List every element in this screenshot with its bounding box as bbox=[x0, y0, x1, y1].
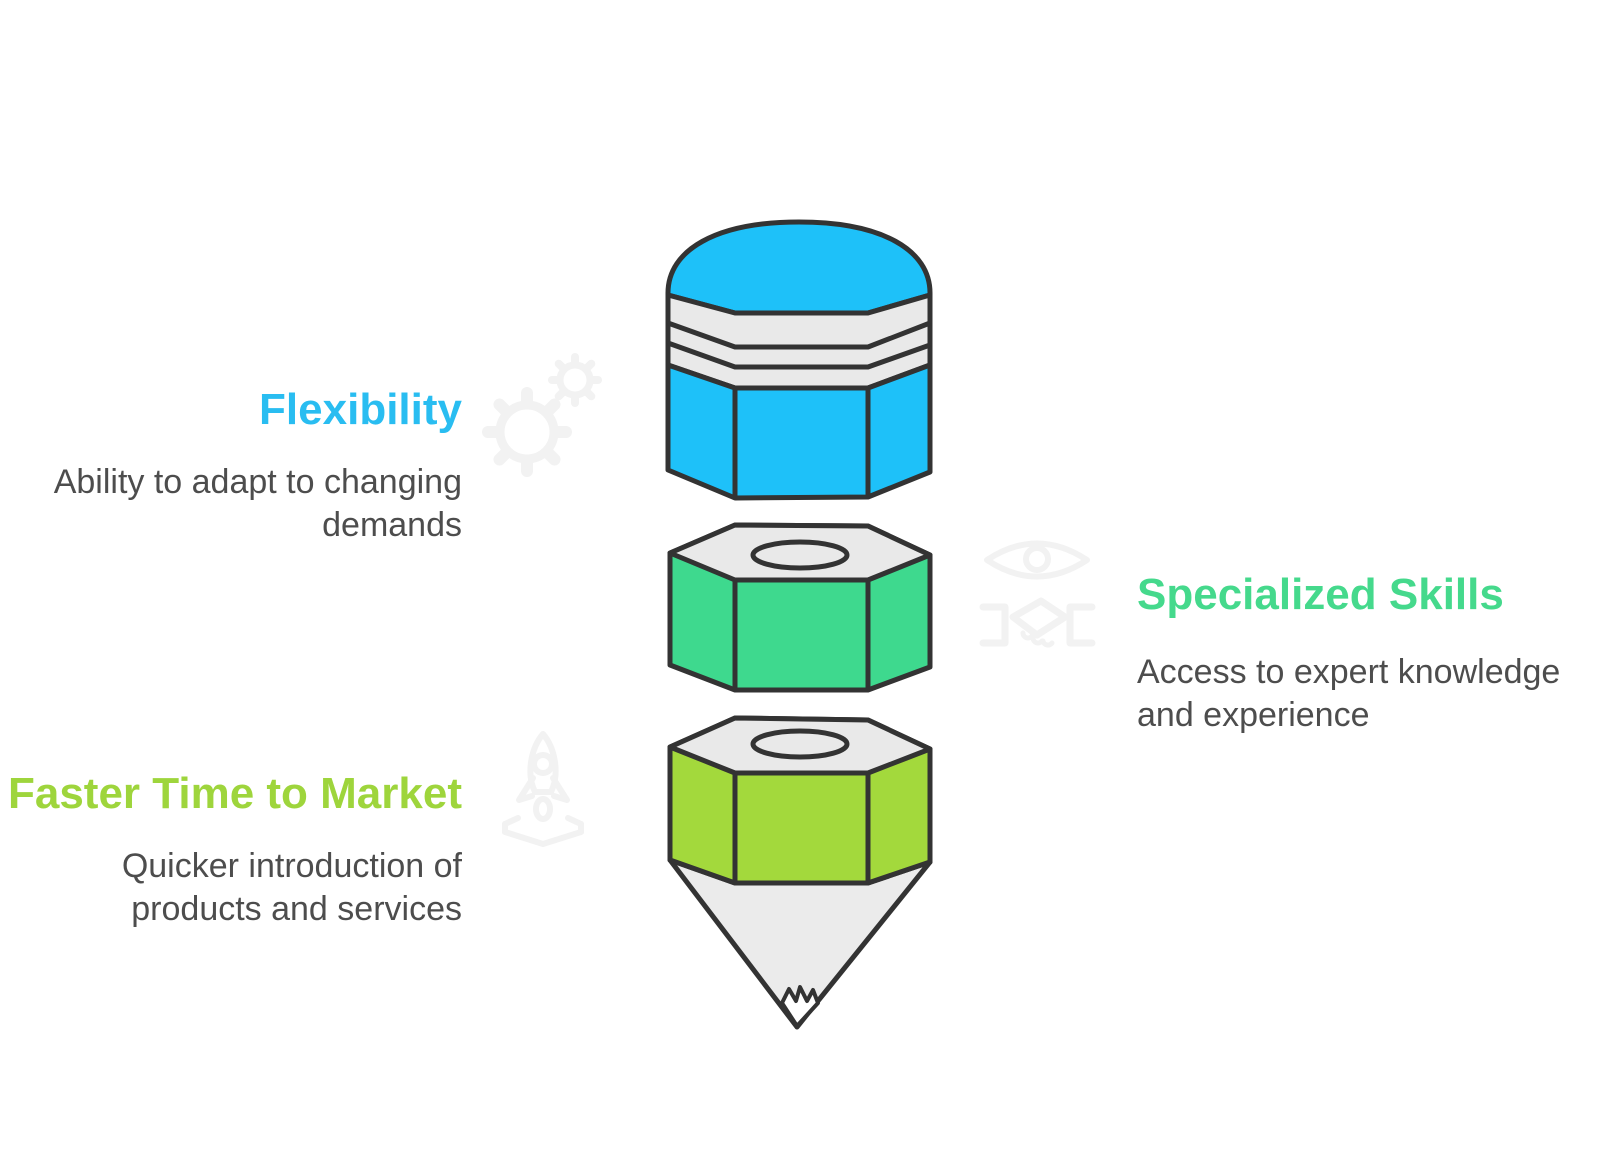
flexibility-description: Ability to adapt to changing demands bbox=[54, 461, 462, 547]
faster-time-to-market-label: Faster Time to Market Quicker introducti… bbox=[8, 770, 462, 931]
specialized-skills-label: Specialized Skills Access to expert know… bbox=[1137, 571, 1560, 737]
rocket-icon-shape bbox=[502, 731, 584, 847]
specialized-skills-description-line: and experience bbox=[1137, 696, 1370, 734]
ferrule-stripe-line bbox=[667, 320, 931, 350]
eye-handshake-icon bbox=[979, 540, 1096, 648]
gears-icon-shape bbox=[482, 353, 602, 477]
flexibility-label: Flexibility Ability to adapt to changing… bbox=[54, 386, 462, 547]
faster-time-to-market-title: Faster Time to Market bbox=[7, 769, 462, 818]
bottom-nut-top-face bbox=[667, 715, 933, 776]
pencil-tip-segment bbox=[667, 715, 933, 1030]
rocket-icon bbox=[502, 731, 584, 847]
flexibility-description-line: Ability to adapt to changing bbox=[53, 463, 462, 501]
middle-nut-top-face bbox=[667, 522, 933, 583]
ferrule-stripe-line bbox=[667, 340, 931, 370]
faster-time-to-market-description-line: products and services bbox=[131, 890, 462, 928]
eraser-dome-shape bbox=[665, 219, 933, 316]
specialized-skills-description: Access to expert knowledge and experienc… bbox=[1137, 651, 1560, 737]
pencil-broken-tip-shape bbox=[780, 985, 820, 1028]
gears-icon bbox=[482, 353, 602, 477]
bottom-nut-hole bbox=[750, 728, 850, 760]
specialized-skills-title: Specialized Skills bbox=[1137, 570, 1504, 619]
pencil-eraser-segment bbox=[665, 219, 933, 501]
faster-time-to-market-description-line: Quicker introduction of bbox=[121, 847, 462, 885]
specialized-skills-description-line: Access to expert knowledge bbox=[1137, 653, 1561, 691]
middle-nut-hole bbox=[750, 539, 850, 571]
eye-handshake-icon-shape bbox=[979, 540, 1096, 648]
faster-time-to-market-description: Quicker introduction of products and ser… bbox=[8, 845, 462, 931]
flexibility-title: Flexibility bbox=[259, 385, 462, 434]
pencil-diagram bbox=[665, 219, 933, 1030]
pencil-middle-segment bbox=[667, 522, 933, 693]
flexibility-description-line: demands bbox=[322, 506, 462, 544]
